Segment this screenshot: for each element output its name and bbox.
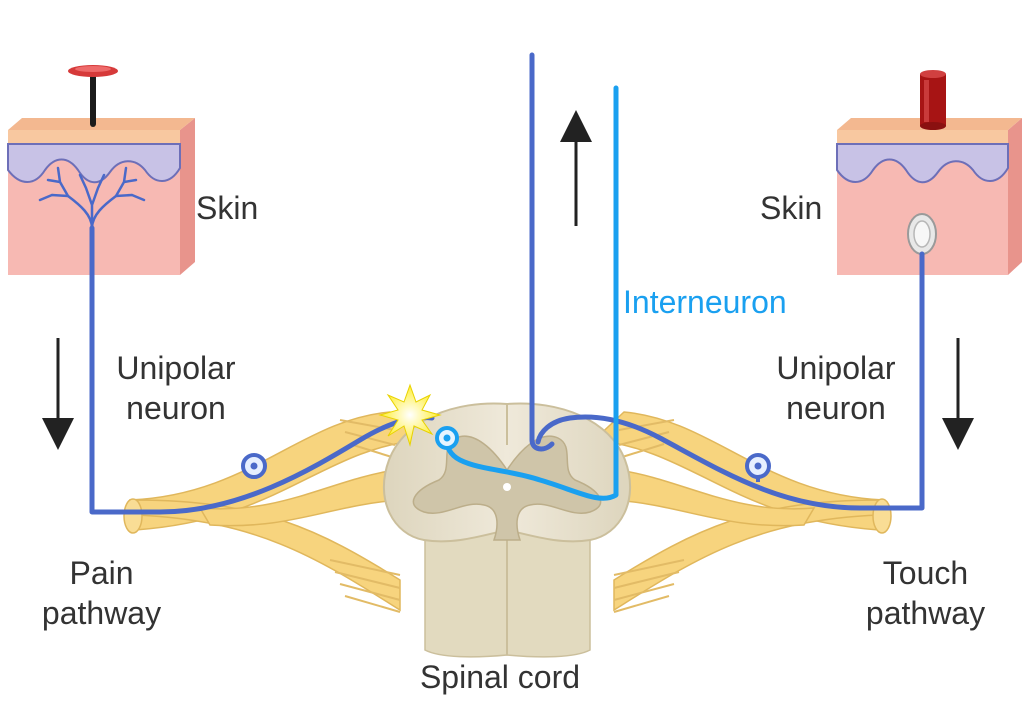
interneuron-path [444,85,619,501]
synapse-spark-icon [378,383,442,447]
touch-line1: Touch [882,555,969,591]
pain-pathway-label: Pain pathway [14,553,189,633]
unipolar-neuron-label-right: Unipolar neuron [756,348,916,428]
pain-line2: pathway [41,595,162,631]
pain-cell-body [241,453,267,479]
nerve-cut-end-right [872,498,892,534]
touch-line2: pathway [865,595,986,631]
pain-line1: Pain [69,555,134,591]
free-nerve-ending [38,166,146,230]
unipolar-right-line1: Unipolar [776,350,896,386]
unipolar-left-line1: Unipolar [116,350,236,386]
down-arrow-icon-right [942,338,974,450]
nerve-cut-end-left [123,498,143,534]
unipolar-right-line2: neuron [786,390,886,426]
skin-label-left: Skin [196,190,259,226]
touch-cell-body [745,453,771,479]
down-arrow-icon-left [42,338,74,450]
up-arrow-icon [560,110,592,226]
touch-unipolar-neuron [535,251,925,511]
spinal-cord [383,402,631,658]
spinal-cord-label: Spinal cord [419,659,581,695]
skin-block-left [7,118,195,275]
touch-receptor [907,213,937,255]
interneuron-label: Interneuron [623,284,787,320]
unipolar-neuron-label-left: Unipolar neuron [96,348,256,428]
pain-stimulus-pin [68,65,118,127]
ascending-neuron [529,52,555,452]
touch-stimulus-block [920,70,946,130]
unipolar-left-line2: neuron [126,390,226,426]
nerve-rootlets [329,419,685,613]
touch-pathway-label: Touch pathway [838,553,1013,633]
skin-label-right: Skin [760,190,823,226]
interneuron-cell-body [435,426,459,450]
